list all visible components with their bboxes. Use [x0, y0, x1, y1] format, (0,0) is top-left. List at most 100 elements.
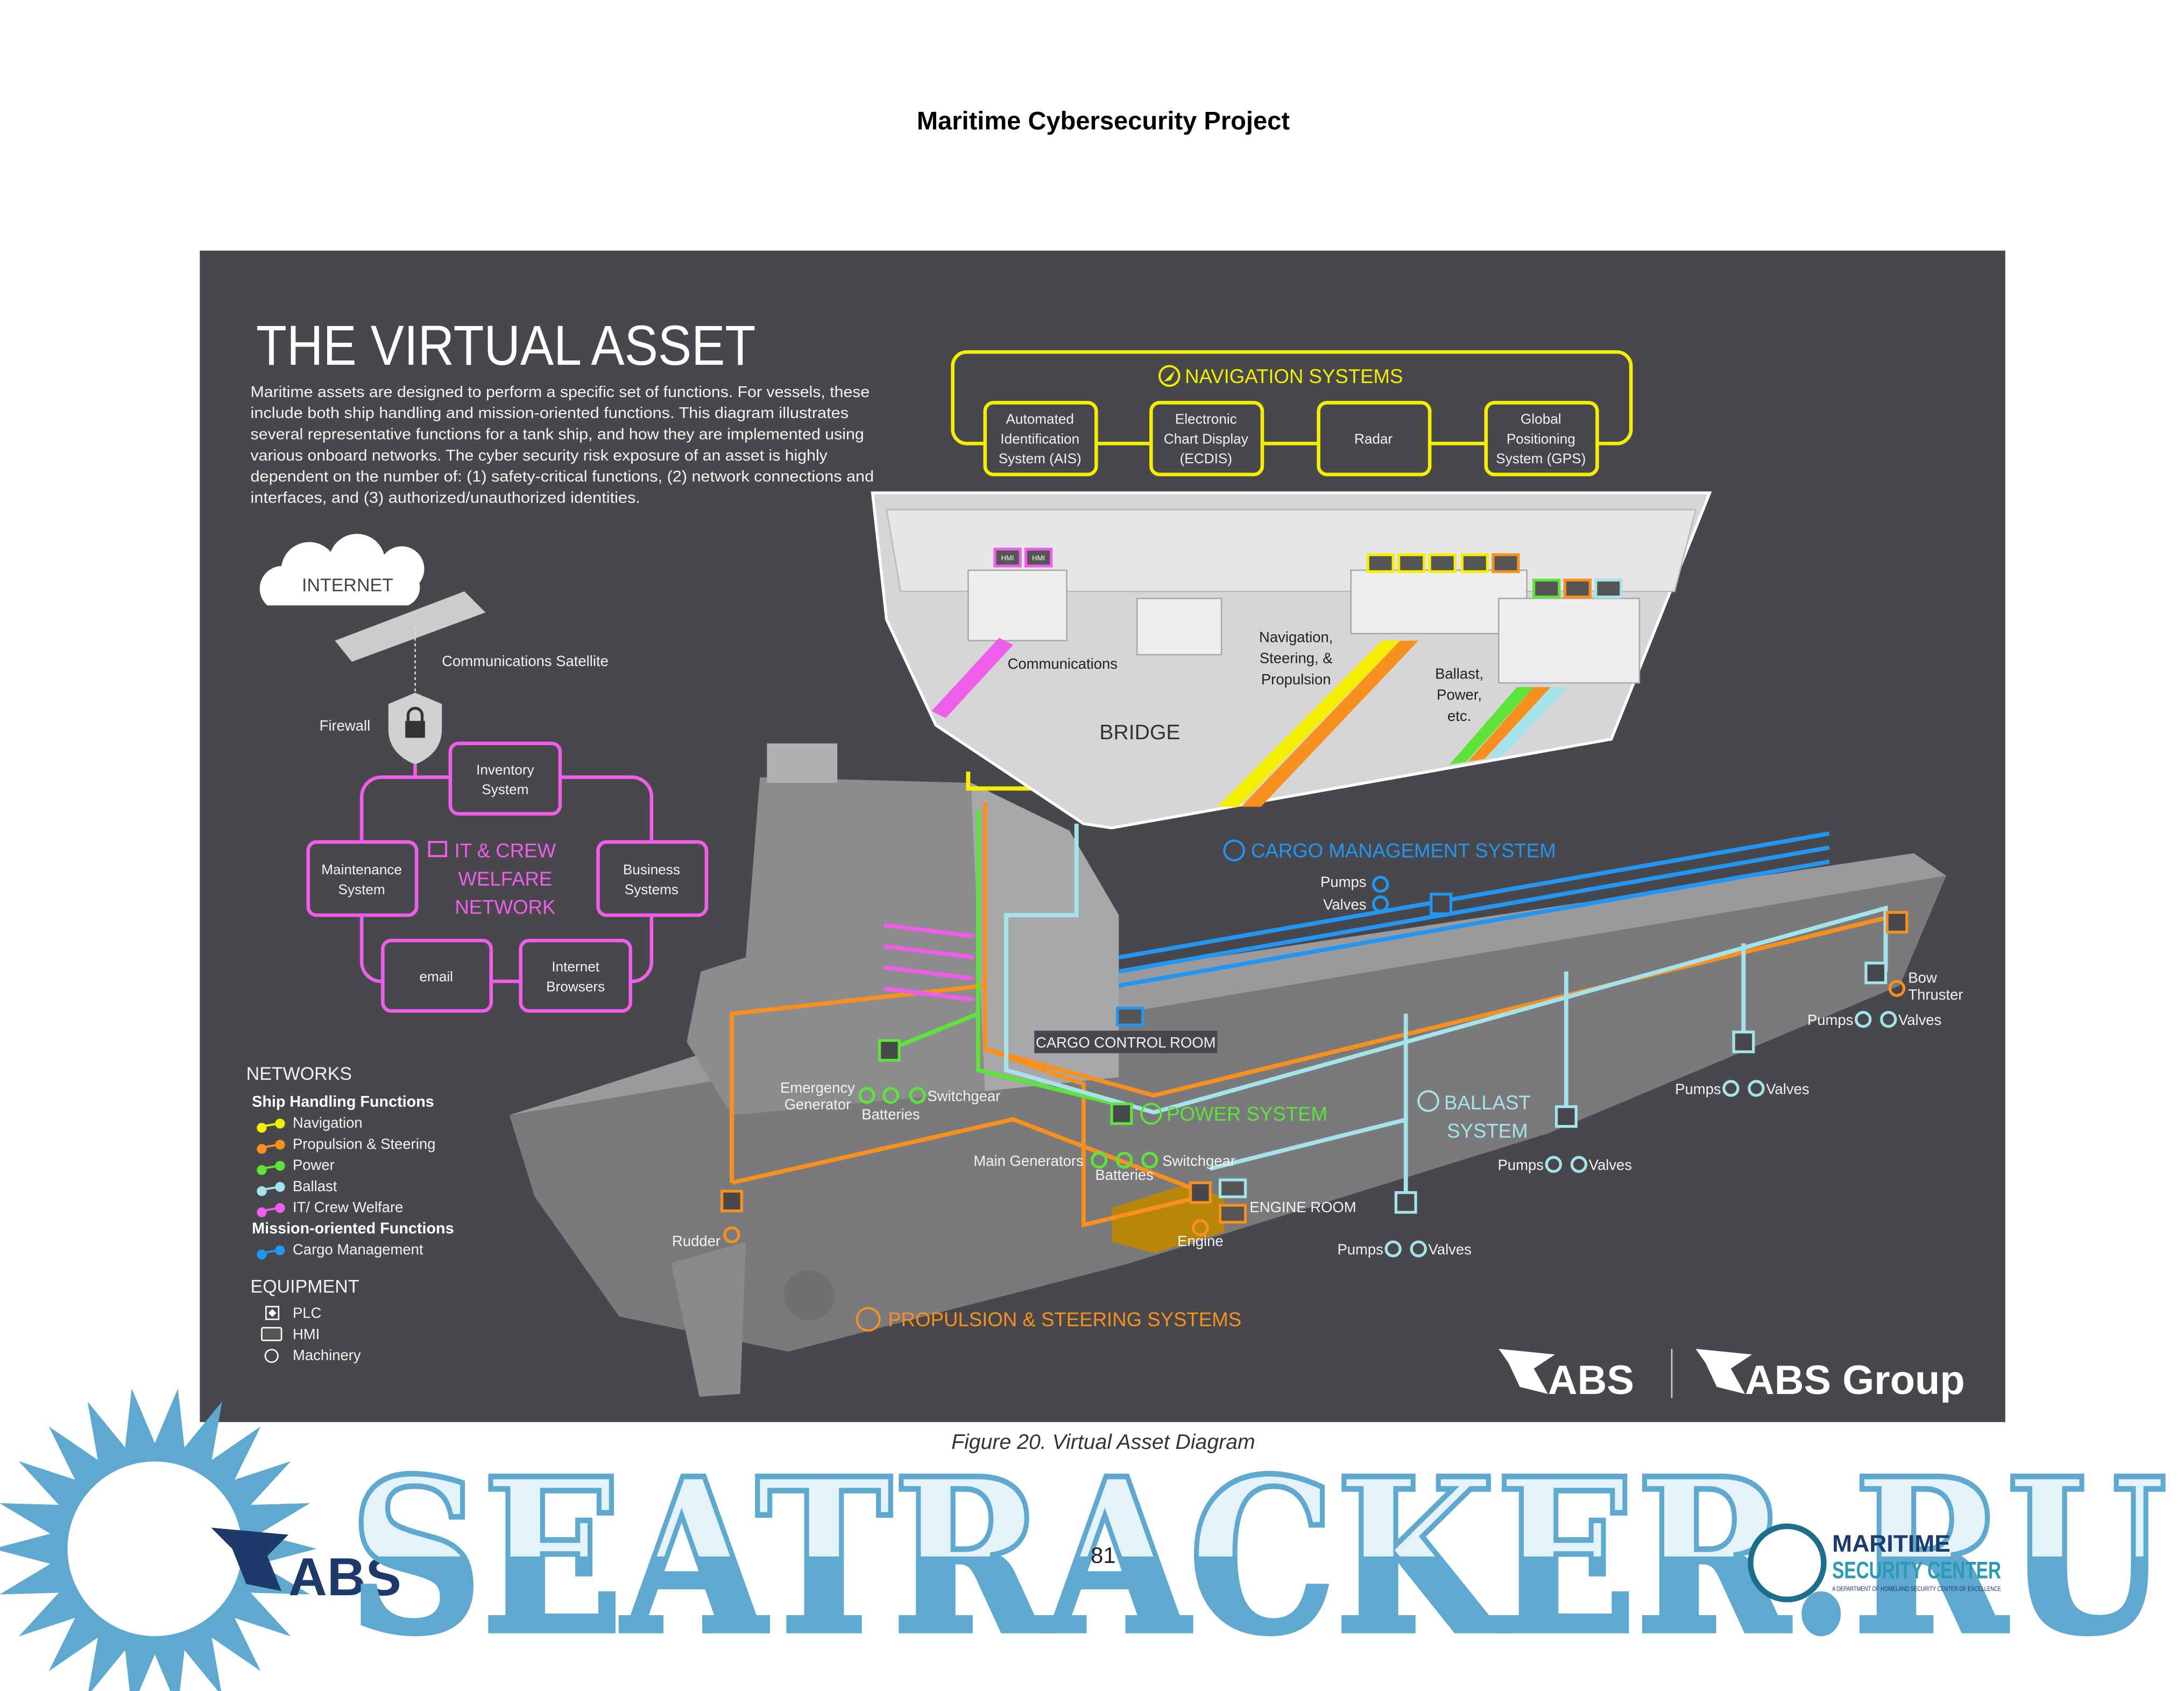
plc-icon: [1394, 1191, 1417, 1214]
switchgear-label: Switchgear: [928, 1087, 1001, 1104]
watermark-text: SEATRACKER.RU: [349, 1432, 2167, 1680]
cargo-title: CARGO MANAGEMENT SYSTEM: [1251, 840, 1556, 862]
machinery-icon: [858, 1087, 875, 1104]
box-label: email: [420, 968, 453, 985]
ballast-pump-group: Pumps Valves: [1498, 1105, 1632, 1173]
diagram-title: THE VIRTUAL ASSET: [256, 314, 755, 377]
legend-item-ballast: Ballast: [257, 1178, 337, 1197]
nav-steer-label: Steering, &: [1260, 650, 1333, 667]
firewall-label: Firewall: [320, 717, 371, 734]
box-label: Identification: [1000, 430, 1079, 447]
plc-icon: [265, 1306, 280, 1320]
batteries-label: Batteries: [861, 1106, 920, 1122]
box-label: (ECDIS): [1180, 450, 1232, 466]
box-label: Radar: [1354, 430, 1393, 447]
hmi-icon: [1594, 578, 1623, 599]
legend-item-propulsion: Propulsion & Steering: [257, 1135, 435, 1154]
plc-icon: [1732, 1030, 1755, 1053]
box-label: Browsers: [546, 978, 605, 994]
it-business-systems: Business Systems: [596, 840, 709, 917]
pumps-label: Pumps: [1675, 1080, 1721, 1097]
emergency-plc-icon: [878, 1039, 901, 1062]
hmi-icon: [993, 548, 1022, 568]
ship-labels: CARGO MANAGEMENT SYSTEM Pumps Valves CAR…: [672, 839, 1963, 1332]
abs-group-logo: ABS Group: [1745, 1357, 1965, 1403]
ballast-power-label: Power,: [1437, 687, 1482, 703]
nav-steer-label: Propulsion: [1261, 671, 1331, 688]
valve-icon: [1570, 1156, 1588, 1173]
abs-watermark-logo: ABS: [288, 1547, 401, 1607]
nav-system-radar: Radar: [1317, 401, 1432, 477]
ballast-pump-group: Pumps Valves: [1337, 1191, 1472, 1258]
pumps-label: Pumps: [1498, 1157, 1544, 1173]
abs-group-eagle-icon: [1695, 1349, 1752, 1394]
it-inventory-system: Inventory System: [448, 741, 562, 816]
bridge-callout: HMI HMI Communications Navigation, Steer…: [871, 491, 1712, 830]
rudder-plc-icon: [720, 1190, 743, 1213]
hmi-icon: [261, 1327, 282, 1341]
engine-plc-icon: [1189, 1181, 1212, 1204]
power-stripe: [1449, 687, 1534, 765]
ship-model: [509, 743, 1947, 1397]
power-title: POWER SYSTEM: [1167, 1103, 1327, 1125]
ballast-stripe: [1486, 687, 1568, 759]
legend-label: Cargo Management: [293, 1241, 423, 1258]
engine-hmi-icon: [1218, 1204, 1247, 1224]
box-label: Positioning: [1507, 430, 1575, 447]
cargo-line: [1118, 831, 1830, 960]
hmi-icon: [1492, 553, 1520, 574]
msc-logo-line: A DEPARTMENT OF HOMELAND SECURITY CENTER…: [1832, 1586, 2001, 1593]
pump-icon: [1545, 1156, 1563, 1173]
rudder-icon: [723, 1226, 740, 1243]
legend-label: Propulsion & Steering: [293, 1135, 435, 1152]
machinery-icon: [264, 1349, 279, 1363]
abs-logo: ABS: [1548, 1357, 1634, 1403]
bow-thruster-label: Thruster: [1908, 986, 1963, 1003]
machinery-icon: [882, 1087, 900, 1104]
legend-item-plc: PLC: [265, 1304, 321, 1321]
cloud-icon: [259, 534, 425, 606]
lock-shackle: [406, 706, 424, 721]
rudder-label: Rudder: [672, 1233, 720, 1249]
msc-seal-icon: [1748, 1523, 1827, 1603]
paragraph-line: dependent on the number of: (1) safety-c…: [251, 468, 874, 485]
internet-label: INTERNET: [302, 575, 393, 596]
legend-mission-title: Mission-oriented Functions: [252, 1220, 454, 1237]
propulsion-stripe: [1241, 640, 1419, 807]
bow-thruster-icon: [1888, 980, 1906, 997]
it-stripe: [931, 638, 1014, 718]
valve-icon: [1410, 1240, 1427, 1257]
plc-icon: [1864, 961, 1888, 985]
cargo-plc-icon: [1430, 893, 1453, 916]
legend-item-cargo: Cargo Management: [257, 1241, 423, 1260]
hmi-icon: [1024, 548, 1053, 568]
intro-paragraph: Maritime assets are designed to perform …: [251, 384, 874, 506]
box-label: Global: [1521, 411, 1561, 427]
engine-label: Engine: [1177, 1233, 1223, 1249]
rudder: [671, 1242, 746, 1397]
nav-steer-label: Navigation,: [1259, 628, 1333, 645]
valves-label: Valves: [1589, 1157, 1632, 1173]
paragraph-line: various onboard networks. The cyber secu…: [251, 447, 828, 464]
legend-label: IT/ Crew Welfare: [293, 1199, 403, 1215]
legend-ship-handling-title: Ship Handling Functions: [252, 1093, 434, 1110]
engine-room-label: ENGINE ROOM: [1249, 1199, 1356, 1215]
ballast-line: [1004, 823, 1888, 1197]
box-label: Inventory: [476, 761, 534, 777]
nav-system-ecdis: Electronic Chart Display (ECDIS): [1149, 401, 1264, 477]
legend-item-machinery: Machinery: [264, 1347, 361, 1363]
cargo-pump-icon: [1372, 875, 1389, 893]
watermark: ABS SEATRACKER.RU 81 MARITIME SECURITY C…: [0, 1388, 2170, 1691]
ship-funnel: [767, 743, 838, 783]
plc-icon: [1554, 1105, 1578, 1128]
it-internet-browsers: Internet Browsers: [519, 938, 632, 1013]
legend-label: HMI: [293, 1326, 320, 1342]
abs-watermark-eagle-icon: [211, 1527, 289, 1591]
power-plc-icon: [1110, 1102, 1133, 1125]
it-maintenance-system: Maintenance System: [306, 840, 419, 917]
legend-equipment-title: EQUIPMENT: [251, 1276, 359, 1297]
ballast-title: BALLAST: [1444, 1092, 1531, 1114]
power-line: [890, 809, 1122, 1108]
pump-icon: [1384, 1240, 1402, 1257]
